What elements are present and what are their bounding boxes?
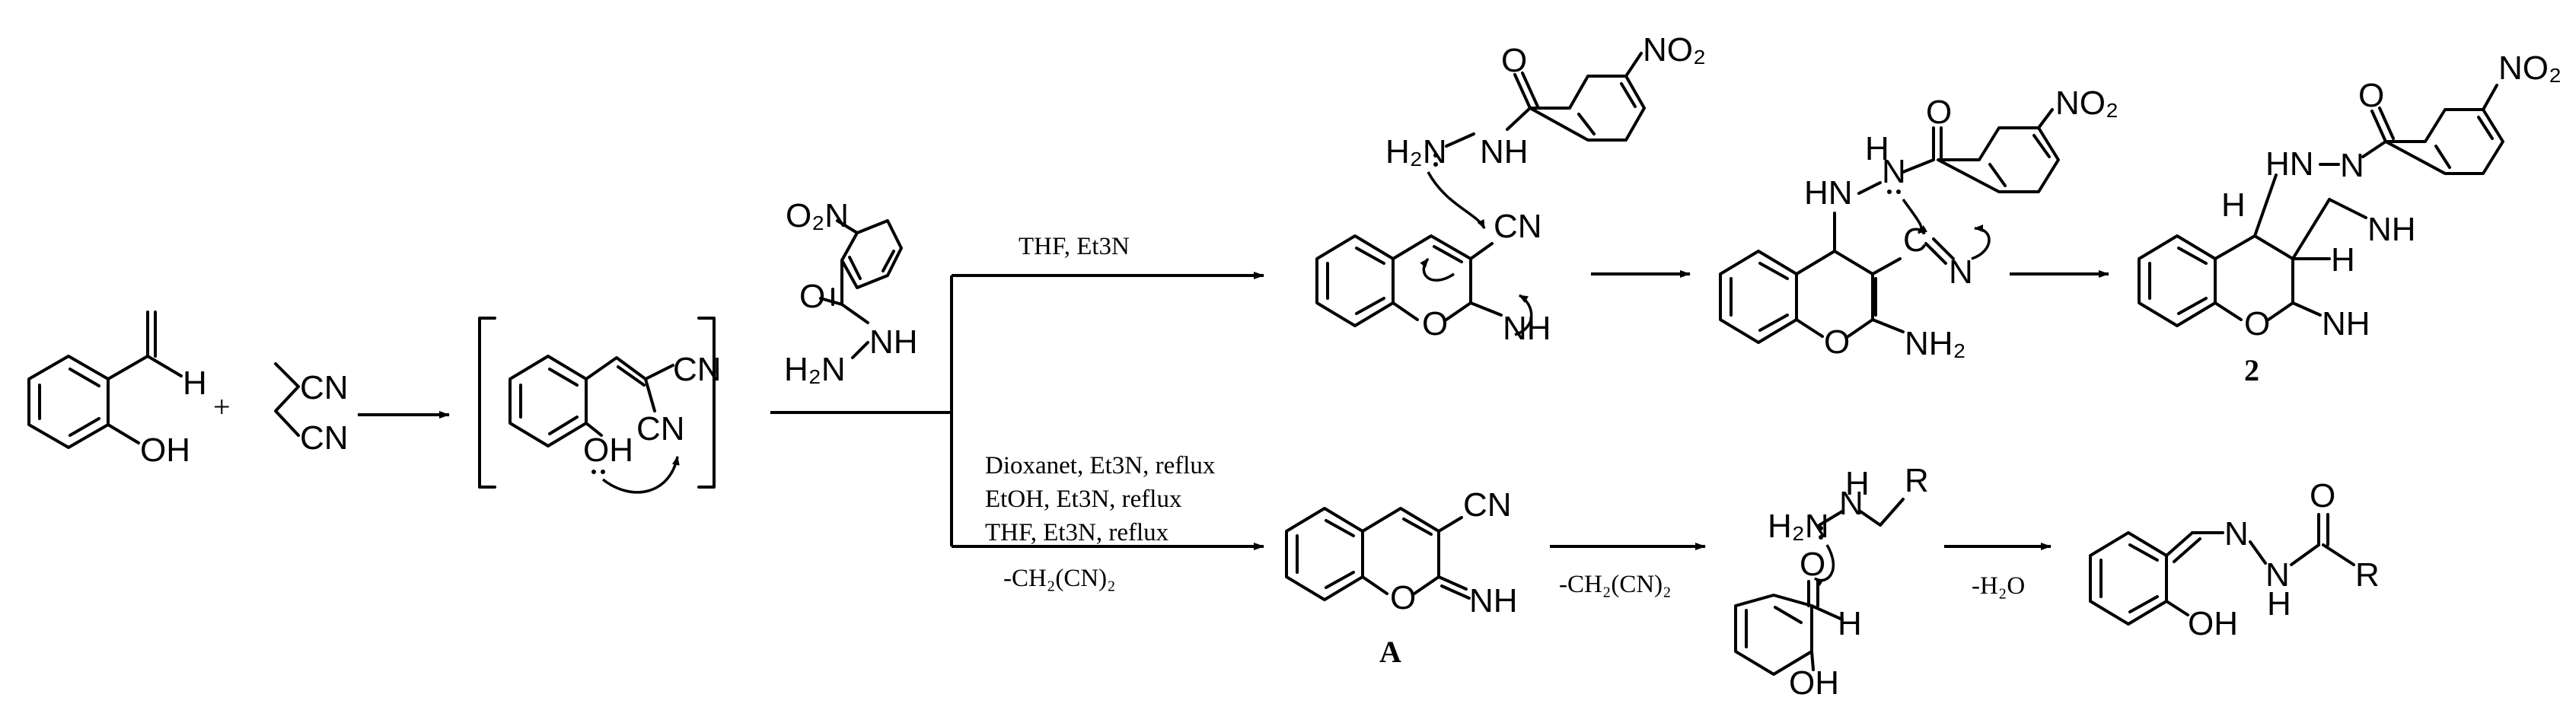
hydrazone-h: H — [2267, 585, 2291, 623]
product-imine-nh: NH — [2322, 305, 2370, 342]
plus-sign: + — [213, 390, 231, 424]
hydrazide-h2n: H₂N — [784, 351, 846, 388]
chromene-cn: CN — [1463, 486, 1512, 524]
upper-intermediate-1: O NH CN H₂N NH O NO₂ — [1315, 31, 1706, 347]
m2-no2: NO₂ — [2055, 84, 2119, 122]
lower-loss-2: -CH₂(CN)₂ — [1559, 571, 1672, 598]
m2-nitrile-c: C — [1903, 221, 1927, 259]
chromene-ring-o: O — [1390, 579, 1416, 616]
product-n: N — [2340, 147, 2364, 184]
product-no2: NO₂ — [2498, 49, 2562, 87]
hydrazine-o: O — [1800, 546, 1825, 583]
m2-h: H — [1865, 130, 1889, 167]
m1-cn: CN — [1494, 208, 1542, 245]
hydrazide-nh: NH — [869, 323, 918, 361]
lower-loss-1: -CH₂(CN)₂ — [1003, 565, 1116, 592]
product-carbonyl-o: O — [2358, 77, 2384, 114]
m2-ring-o: O — [1824, 323, 1850, 361]
hydroxyl-label: OH — [140, 432, 190, 469]
m2-nitrile-n: N — [1949, 253, 1973, 291]
upper-conditions: THF, Et3N — [1019, 233, 1130, 260]
malononitrile: CN CN — [274, 362, 349, 457]
hydrazide-no2: O₂N — [786, 197, 849, 234]
product-ring-o: O — [2244, 305, 2270, 342]
intermediate-cn-right: CN — [673, 351, 722, 388]
chromene-label: A — [1379, 635, 1401, 669]
malononitrile-cn-bottom: CN — [300, 419, 349, 457]
m1-no2: NO₂ — [1643, 31, 1706, 68]
m2-carbonyl-o: O — [1926, 94, 1952, 131]
salicylaldehyde: H OH — [27, 311, 207, 469]
m1-ring-o: O — [1422, 305, 1448, 342]
product-hn: HN — [2265, 145, 2314, 183]
hydrazine-h: H — [1845, 465, 1870, 502]
lower-condition-1: Dioxanet, Et3N, reflux — [985, 452, 1216, 479]
hydrazine-r: R — [1905, 462, 1929, 499]
hydrazone-r: R — [2355, 556, 2380, 594]
malononitrile-cn-top: CN — [300, 369, 349, 406]
hydrazone-nh-n: N — [2265, 556, 2290, 594]
hydrazone-product: N N H O R OH — [2089, 477, 2380, 642]
lower-condition-2: EtOH, Et3N, reflux — [985, 486, 1182, 513]
m1-carbonyl-o: O — [1501, 42, 1527, 79]
product-label: 2 — [2244, 353, 2259, 387]
hydrazine-n: N — [1839, 485, 1863, 522]
hydrazine-oh: OH — [1789, 664, 1839, 702]
m2-hn: HN — [1804, 174, 1853, 212]
intermediate-oh: OH — [583, 432, 633, 469]
hydrazone-n: N — [2224, 515, 2249, 553]
hydrazine-h-ald: H — [1838, 605, 1862, 642]
nitrobenzohydrazide: O₂N O NH H₂N — [784, 197, 918, 388]
product-h-left: H — [2221, 186, 2246, 224]
chromene-a: O NH CN A — [1285, 486, 1518, 669]
hydrazone-oh: OH — [2188, 605, 2238, 642]
product-2: O NH H H HN N NH O NO₂ 2 — [2138, 49, 2562, 387]
product-h-right: H — [2331, 241, 2355, 279]
lower-condition-3: THF, Et3N, reflux — [985, 519, 1169, 546]
m2-nh2: NH₂ — [1905, 325, 1966, 362]
hydrazine-addition: H₂N N H R O H OH — [1734, 462, 1929, 702]
lower-loss-3: -H₂O — [1972, 572, 2025, 600]
m1-nh: NH — [1480, 133, 1529, 170]
hydrazide-o: O — [799, 278, 825, 315]
aldehyde-h-label: H — [183, 365, 207, 402]
chromene-nh: NH — [1469, 582, 1518, 619]
hydrazone-o: O — [2310, 477, 2335, 514]
knoevenagel-intermediate: CN CN OH — [478, 317, 722, 494]
intermediate-cn-bottom: CN — [636, 410, 685, 447]
product-nh: NH — [2367, 211, 2416, 248]
upper-intermediate-2: O NH₂ C N HN N H O NO₂ — [1719, 84, 2119, 362]
